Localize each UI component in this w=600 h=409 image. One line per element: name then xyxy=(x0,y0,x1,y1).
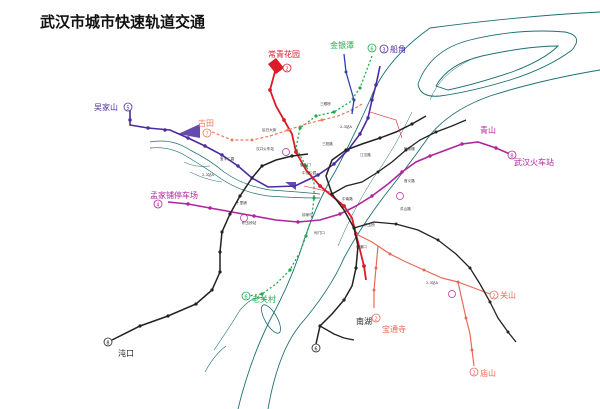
terminal-label: 老关村 xyxy=(252,294,276,304)
line-orange xyxy=(211,103,363,142)
terminal-mengjialing: 孟家铺停车场 4 xyxy=(150,190,198,209)
terminal-wuhan-station: 8 武汉火车站 xyxy=(507,150,554,167)
line-magenta xyxy=(167,141,511,224)
crossing-markers xyxy=(303,111,403,193)
station-label: 中山公园 xyxy=(302,170,317,175)
station-label: 三阳路 xyxy=(322,141,333,146)
line-green xyxy=(247,55,373,297)
line-number: 7 xyxy=(205,132,208,138)
terminal-label: 吴家山 xyxy=(94,102,118,112)
station-label: 循礼门 xyxy=(300,162,311,167)
terminal-zhuankou: 8 沌口 xyxy=(103,337,134,358)
yangtze-river xyxy=(204,11,600,409)
terminal-label: 孟家铺停车场 xyxy=(150,190,198,200)
terminal-label: 常青花园 xyxy=(268,49,300,59)
han-river xyxy=(149,140,321,199)
station-label: 十里铺 xyxy=(236,200,247,205)
line-pink xyxy=(355,233,491,367)
station-label: 钟家村 xyxy=(302,212,313,217)
terminal-chuanjiao: 3 船角 xyxy=(379,44,406,54)
terminal-label: 宝通寺 xyxy=(382,324,406,334)
terminal-label: 武汉火车站 xyxy=(514,157,554,167)
line-number: 4 xyxy=(156,203,159,209)
station-label: 2-3站A xyxy=(202,172,214,177)
terminal-label: 关山 xyxy=(500,290,516,300)
terminal-label: 青山 xyxy=(480,125,496,135)
terminal-label: 古田 xyxy=(198,118,214,128)
line-number: 3 xyxy=(382,48,385,54)
terminal-label: 庙山 xyxy=(480,368,496,378)
line-number: 8 xyxy=(510,154,513,160)
terminal-wujiashan: 吴家山 5 xyxy=(94,102,133,112)
terminal-label: 船角 xyxy=(390,44,406,54)
map-title: 武汉市城市快速轨道交通 xyxy=(40,13,205,31)
line-black-south xyxy=(319,325,355,341)
line-number: 2 xyxy=(492,294,495,300)
station-label: 街道口 xyxy=(356,244,367,249)
terminal-baotongsi: 2 宝通寺 xyxy=(371,313,406,334)
station-label: 洪山路 xyxy=(400,206,411,211)
line-number: 6 xyxy=(370,47,373,53)
terminal-qingshan: 青山 xyxy=(480,125,496,135)
line-black-west xyxy=(111,153,309,341)
terminal-nanhu: 6 南湖 xyxy=(311,316,372,353)
line-blue xyxy=(343,53,356,115)
terminal-gutian: 古田 7 xyxy=(198,118,214,138)
station-label: 2-3站A xyxy=(426,280,438,285)
line-number: 6 xyxy=(314,347,317,353)
station-label: 江汉路 xyxy=(360,152,371,157)
line-black-southeast xyxy=(331,119,517,343)
terminal-label: 南湖 xyxy=(356,316,372,326)
terminal-jinyintan: 金银潭 6 xyxy=(330,40,377,53)
line-number: 6 xyxy=(244,295,247,301)
station-label: 司门口 xyxy=(314,230,325,235)
terminal-laoguancun: 6 老关村 xyxy=(241,291,276,304)
station-label: 徐家棚 xyxy=(404,146,415,151)
line-red xyxy=(268,58,367,281)
terminal-changqinghuayuan: 常青花园 2 xyxy=(268,49,300,73)
terminal-label: 沌口 xyxy=(118,348,134,358)
station-label: 首义路 xyxy=(404,178,415,183)
line-number: 8 xyxy=(106,341,109,347)
interchange-markers xyxy=(240,148,456,298)
line-number: 2 xyxy=(472,371,475,377)
station-label: 积玉桥站 xyxy=(242,220,257,225)
terminal-label: 金银潭 xyxy=(330,40,354,50)
station-label: 2-3站A xyxy=(340,124,352,129)
station-labels: 三眼桥 后日大街 2-3站A 三阳路 江汉路 循礼门 宝丰二路 2-3站A 中山… xyxy=(202,101,438,285)
terminal-miaoshan: 2 庙山 xyxy=(469,367,496,378)
station-label: 后日大街 xyxy=(262,127,277,132)
line-number: 2 xyxy=(285,67,288,73)
line-number: 2 xyxy=(374,317,377,323)
station-label: 三眼桥 xyxy=(320,101,331,106)
station-label: 宝丰二路 xyxy=(220,156,235,161)
station-label: 汉口火车站 xyxy=(256,146,274,151)
terminal-tianhe: 2 关山 xyxy=(489,290,516,300)
line-number: 5 xyxy=(126,106,129,112)
station-label: 积玉桥 xyxy=(364,222,375,227)
station-label: 中南路 xyxy=(342,196,353,201)
